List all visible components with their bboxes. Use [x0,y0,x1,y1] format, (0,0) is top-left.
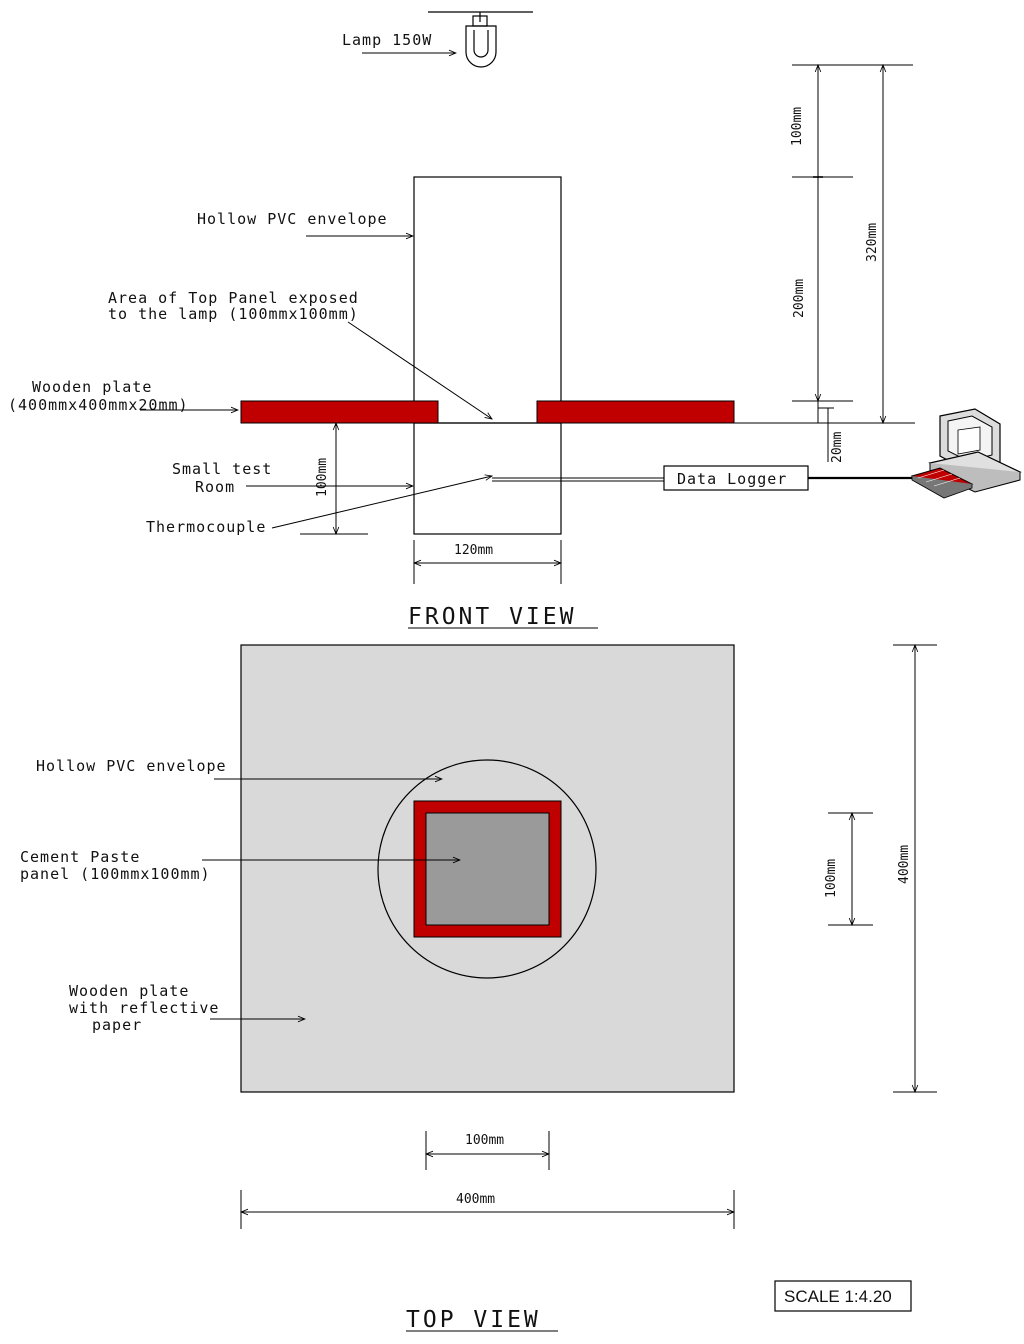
pvc-envelope [413,176,562,424]
envelope-label: Hollow PVC envelope [197,210,388,228]
scale-box [774,1280,912,1312]
top-plate-label-line3: paper [92,1016,142,1034]
front-view-title: FRONT VIEW [408,604,576,630]
dim-room-height [300,423,368,534]
dim-right-stack [792,65,913,462]
dim-plate-thickness-label: 20mm [830,432,845,463]
panel-label-line2: panel (100mmx100mm) [20,865,211,883]
dim-plate-width [241,1190,734,1229]
exposed-area-label-line1: Area of Top Panel exposed [108,289,359,307]
panel-label-line1: Cement Paste [20,848,140,866]
dim-room-width [414,540,561,584]
dim-plate-width-label: 400mm [456,1192,495,1207]
lamp-label: Lamp 150W [342,31,432,49]
dim-overall-label: 320mm [865,223,880,262]
dim-room-height-label: 100mm [315,458,330,497]
top-pvc-envelope [377,759,597,979]
dim-panel-width-label: 100mm [465,1133,504,1148]
dim-plate-height-label: 400mm [897,845,912,884]
dim-plate-height [893,645,937,1092]
exposed-area-label-line2: to the lamp (100mmx100mm) [108,305,359,323]
top-plate-label-line2: with reflective [69,999,219,1017]
front-view: Lamp 150W Hollow PVC envelope Area of To… [8,11,1022,630]
computer-icon [910,408,1022,499]
dim-panel-height-label: 100mm [824,859,839,898]
wooden-plate-left [240,400,439,424]
wooden-plate-right [536,400,735,424]
lamp-icon [428,11,533,68]
top-plate-label-line1: Wooden plate [69,982,189,1000]
dim-middle-label: 200mm [792,279,807,318]
top-view: Hollow PVC envelope Cement Paste panel (… [20,645,937,1333]
dim-panel-width [426,1131,549,1170]
wooden-plate-label-line2: (400mmx400mmx20mm) [8,396,189,414]
top-view-title: TOP VIEW [406,1307,541,1333]
dim-room-width-label: 120mm [454,543,493,558]
test-room-label-line2: Room [195,478,235,496]
dim-upper-label: 100mm [790,107,805,146]
dim-panel-height [828,813,873,925]
scale-label: SCALE 1:4.20 [784,1287,892,1306]
wooden-plate-label-line1: Wooden plate [32,378,152,396]
thermocouple-label: Thermocouple [146,518,266,536]
data-logger-label: Data Logger [677,470,787,488]
cement-panel [425,812,550,926]
top-envelope-label: Hollow PVC envelope [36,757,227,775]
test-room-label-line1: Small test [172,460,272,478]
